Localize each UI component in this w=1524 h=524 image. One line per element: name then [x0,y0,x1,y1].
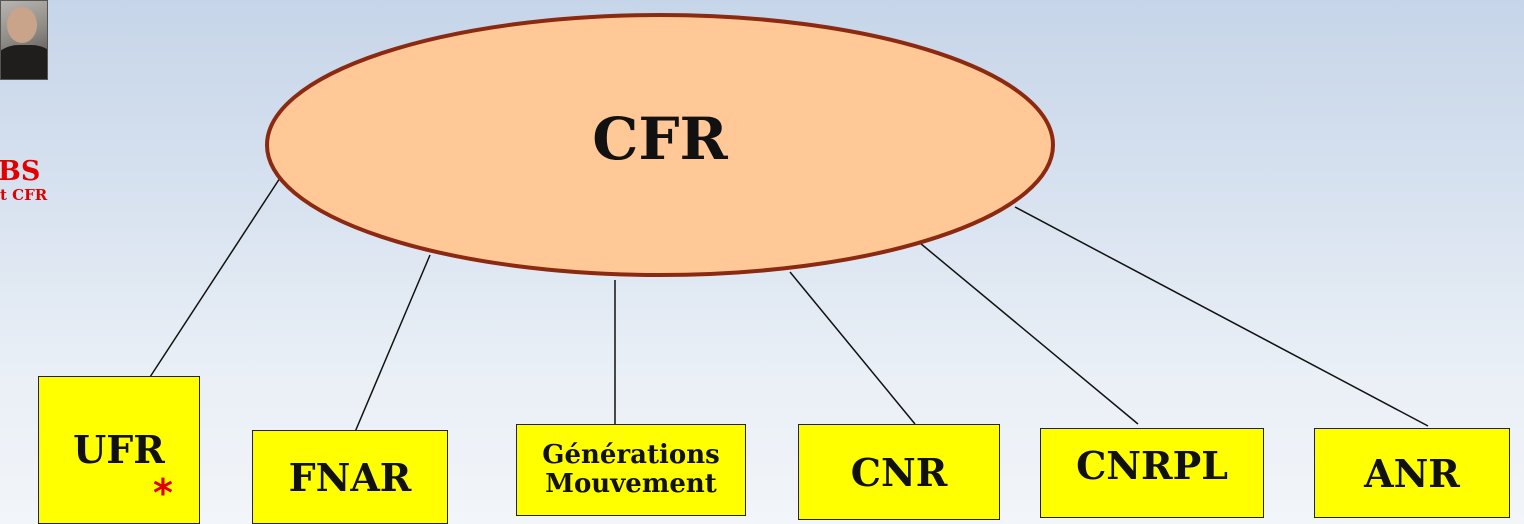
presenter-photo [0,0,48,80]
box-generations-line1: Générations [542,439,720,470]
box-anr: ANR [1314,428,1510,518]
box-ufr-label: UFR [73,427,165,472]
center-title: CFR [592,105,728,173]
box-anr-label: ANR [1364,450,1460,496]
asterisk-icon: * [153,471,173,515]
box-cnrpl-label: CNRPL [1076,443,1228,488]
box-generations-mouvement: Générations Mouvement [516,424,746,516]
box-cnrpl: CNRPL [1040,428,1264,518]
connector-anr [1014,206,1429,427]
box-fnar-label: FNAR [288,454,412,500]
presenter-role: t CFR [0,186,48,204]
connector-cnrpl [919,242,1139,425]
box-generations-line2: Mouvement [545,469,717,499]
connector-fnar [354,254,431,433]
box-fnar: FNAR [252,430,448,524]
presenter-name: BS [0,156,41,187]
box-cnr-label: CNR [850,449,948,495]
connector-cnr [789,271,916,425]
connector-ufr [149,177,281,378]
box-ufr: UFR [38,376,200,524]
center-ellipse [265,13,1055,277]
box-cnr: CNR [798,424,1000,520]
